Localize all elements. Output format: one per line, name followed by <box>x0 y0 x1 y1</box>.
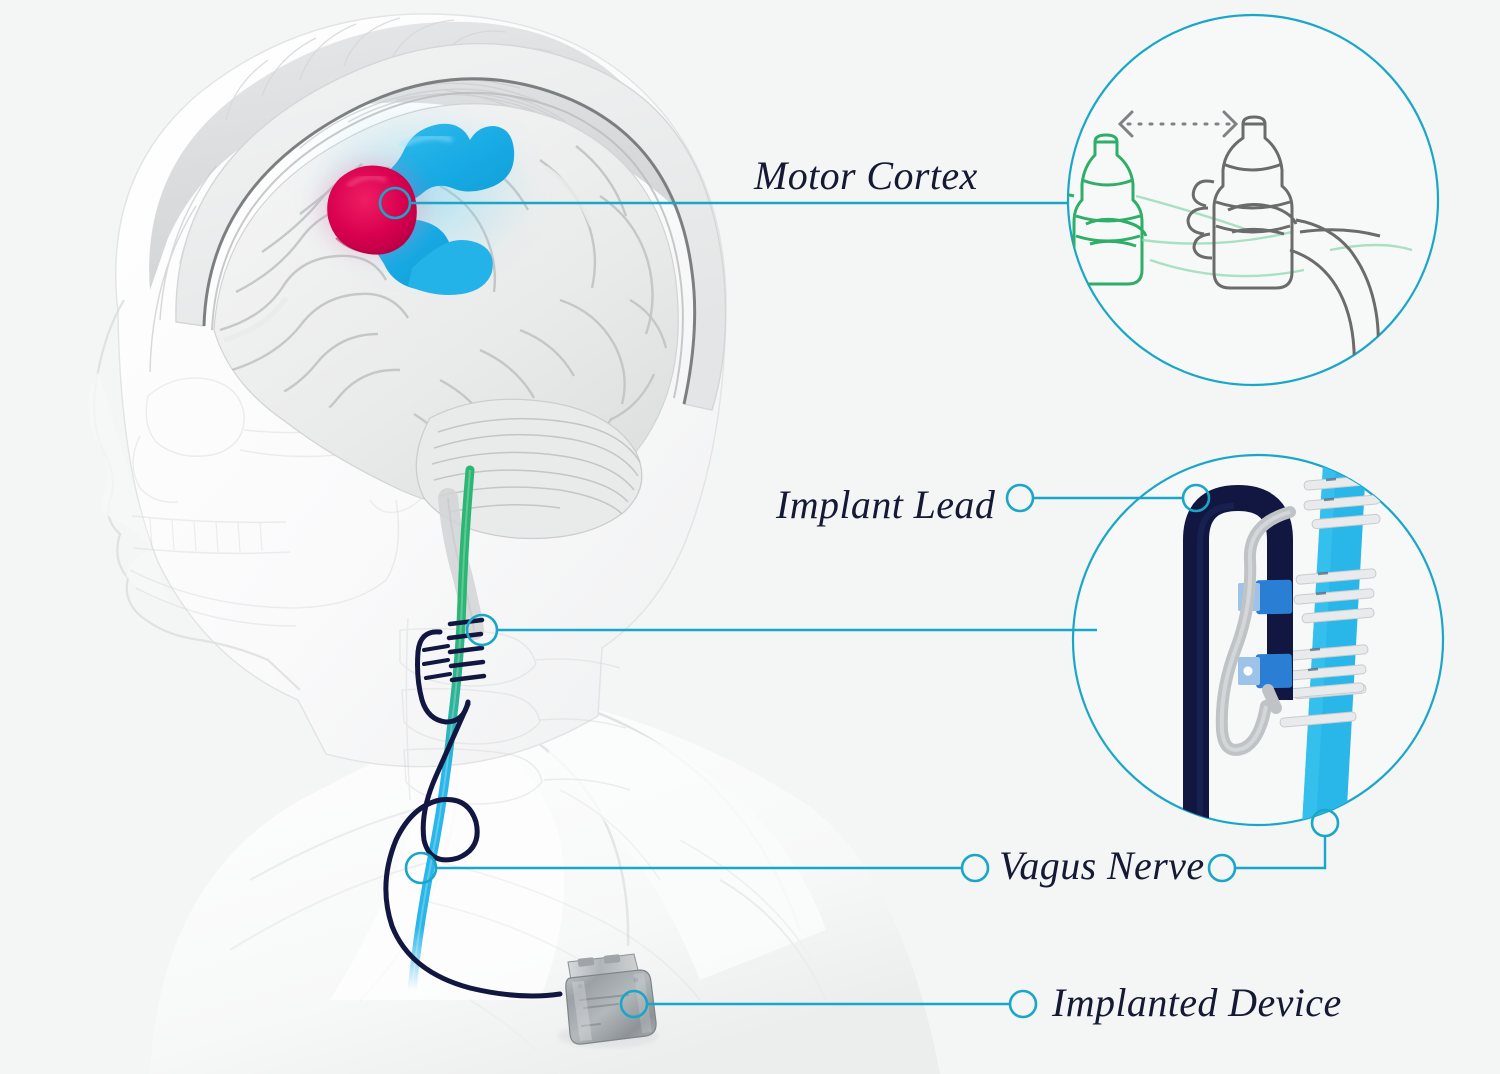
skull-vault <box>175 42 727 411</box>
suture-wrap <box>1279 474 1381 728</box>
vagus-nerve-connector-right[interactable] <box>1207 808 1340 883</box>
implanted-device-connector[interactable] <box>619 989 1038 1019</box>
motor-cortex-connector[interactable] <box>378 186 1068 220</box>
nerve-trunk <box>1300 455 1368 825</box>
label-implanted-device: Implanted Device <box>1052 980 1342 1025</box>
vagus-nerve-connector-left[interactable] <box>404 851 990 885</box>
label-vagus-nerve: Vagus Nerve <box>999 843 1205 888</box>
implant-lead-path <box>383 617 563 999</box>
implanted-device <box>558 953 658 1048</box>
implant-lead-inset <box>1071 453 1445 827</box>
shirt-torso <box>150 698 940 1074</box>
label-implant-lead: Implant Lead <box>776 482 996 527</box>
implant-lead-connector[interactable] <box>1005 483 1211 513</box>
movement-arrow <box>1117 110 1239 138</box>
motor-cortex-inset <box>1066 13 1440 387</box>
connector-lines <box>378 186 1340 1019</box>
label-motor-cortex: Motor Cortex <box>754 153 978 198</box>
cerebellum <box>415 398 643 540</box>
lead-body <box>1183 484 1293 825</box>
implant-lead-neck-connector[interactable] <box>465 613 1097 647</box>
brain <box>213 100 679 640</box>
motor-cortex-highlight <box>300 100 540 295</box>
bottle-target-green <box>1068 133 1148 286</box>
